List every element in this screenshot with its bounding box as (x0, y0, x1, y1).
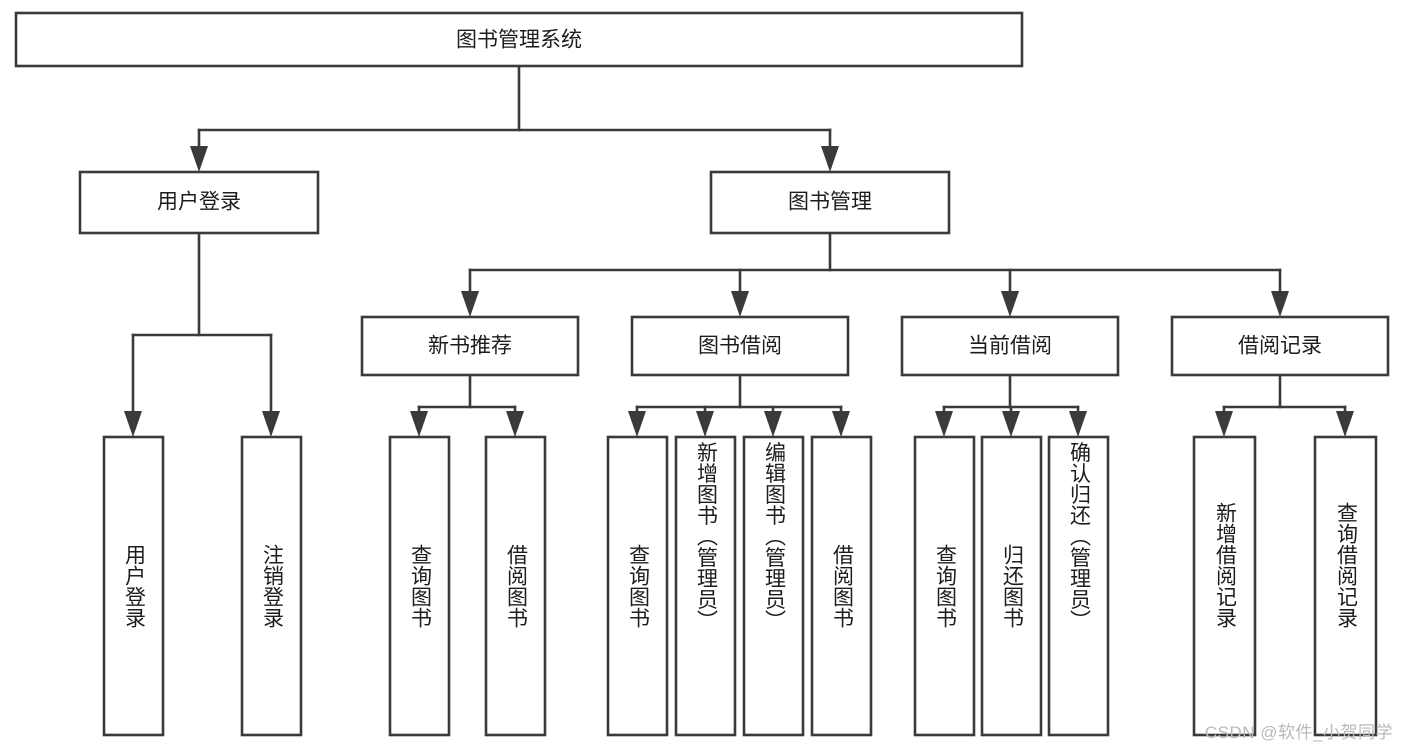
leaf-add-record-box[interactable] (1192, 435, 1257, 737)
node-book-borrow-label: 图书借阅 (698, 335, 782, 358)
arrowhead-user-login (190, 146, 208, 172)
node-new-book-rec-label: 新书推荐 (428, 335, 512, 358)
leaf-logout[interactable]: 注销登录 (240, 435, 303, 737)
leaf-query-book-2[interactable]: 查询图书 (606, 435, 669, 737)
leaf-query-book-1-box[interactable] (388, 435, 451, 737)
node-borrow-record[interactable]: 借阅记录 (1170, 315, 1390, 377)
node-book-manage-label: 图书管理 (788, 191, 872, 214)
leaf-edit-book[interactable]: 编辑图书（管理员） (742, 435, 805, 737)
leaf-confirm-return-label: 确认归还（管理员） (1067, 442, 1091, 631)
leaf-query-book-2-label: 查询图书 (626, 544, 650, 628)
arrowhead-current-borrow (1001, 291, 1019, 317)
leaf-add-record[interactable]: 新增借阅记录 (1192, 435, 1257, 737)
node-root[interactable]: 图书管理系统 (14, 11, 1024, 68)
leaf-add-record-label: 新增借阅记录 (1213, 502, 1237, 628)
leaf-borrow-book-1-label: 借阅图书 (504, 544, 528, 628)
leaf-query-record-box[interactable] (1313, 435, 1378, 737)
leaf-user-login[interactable]: 用户登录 (102, 435, 165, 737)
node-root-box[interactable] (14, 11, 1024, 68)
leaf-query-book-3[interactable]: 查询图书 (913, 435, 976, 737)
leaf-return-book-box[interactable] (980, 435, 1043, 737)
leaf-return-book[interactable]: 归还图书 (980, 435, 1043, 737)
leaf-add-book-box[interactable] (674, 435, 737, 737)
leaf-query-book-3-box[interactable] (913, 435, 976, 737)
node-book-borrow[interactable]: 图书借阅 (630, 315, 850, 377)
leaf-borrow-book-2-box[interactable] (810, 435, 873, 737)
leaf-query-record[interactable]: 查询借阅记录 (1313, 435, 1378, 737)
leaf-logout-box[interactable] (240, 435, 303, 737)
arrowhead-leaf-query-book-3 (935, 411, 953, 437)
leaf-confirm-return[interactable]: 确认归还（管理员） (1047, 435, 1110, 737)
node-borrow-record-label: 借阅记录 (1238, 335, 1322, 358)
leaf-add-book-label: 新增图书（管理员） (694, 442, 718, 631)
arrowhead-leaf-add-record (1215, 411, 1233, 437)
leaf-confirm-return-box[interactable] (1047, 435, 1110, 737)
arrowhead-leaf-add-book (696, 411, 714, 437)
connector-layer (124, 64, 1354, 437)
leaf-edit-book-box[interactable] (742, 435, 805, 737)
arrowhead-borrow-record (1271, 291, 1289, 317)
leaf-logout-label: 注销登录 (260, 544, 284, 628)
arrowhead-book-manage (821, 146, 839, 172)
arrowhead-book-borrow (731, 291, 749, 317)
arrowhead-leaf-logout (262, 411, 280, 437)
leaf-query-book-1-label: 查询图书 (408, 544, 432, 628)
leaf-borrow-book-2[interactable]: 借阅图书 (810, 435, 873, 737)
node-current-borrow-label: 当前借阅 (968, 335, 1052, 358)
node-user-login[interactable]: 用户登录 (78, 170, 320, 235)
arrowhead-leaf-return-book (1002, 411, 1020, 437)
leaf-query-record-label: 查询借阅记录 (1334, 502, 1358, 628)
leaf-query-book-3-label: 查询图书 (933, 544, 957, 628)
leaf-return-book-label: 归还图书 (1000, 544, 1024, 628)
arrowhead-leaf-confirm-return (1069, 411, 1087, 437)
arrowhead-leaf-borrow-book-1 (506, 411, 524, 437)
arrowhead-new-book-rec (461, 291, 479, 317)
node-new-book-rec-box[interactable] (360, 315, 580, 377)
leaf-user-login-box[interactable] (102, 435, 165, 737)
arrowhead-leaf-query-record (1336, 411, 1354, 437)
node-book-manage-box[interactable] (709, 170, 951, 235)
arrowhead-leaf-edit-book (764, 411, 782, 437)
node-book-borrow-box[interactable] (630, 315, 850, 377)
leaf-edit-book-label: 编辑图书（管理员） (762, 442, 786, 631)
leaf-borrow-book-1-box[interactable] (484, 435, 547, 737)
leaf-query-book-2-box[interactable] (606, 435, 669, 737)
node-user-login-box[interactable] (78, 170, 320, 235)
node-current-borrow[interactable]: 当前借阅 (900, 315, 1120, 377)
arrowhead-leaf-user-login (124, 411, 142, 437)
leaf-borrow-book-1[interactable]: 借阅图书 (484, 435, 547, 737)
leaf-borrow-book-2-label: 借阅图书 (830, 544, 854, 628)
leaf-add-book[interactable]: 新增图书（管理员） (674, 435, 737, 737)
node-root-label: 图书管理系统 (456, 29, 582, 52)
node-borrow-record-box[interactable] (1170, 315, 1390, 377)
node-current-borrow-box[interactable] (900, 315, 1120, 377)
arrowhead-leaf-query-book-1 (410, 411, 428, 437)
node-book-manage[interactable]: 图书管理 (709, 170, 951, 235)
leaf-user-login-label: 用户登录 (122, 544, 146, 628)
arrowhead-leaf-borrow-book-2 (832, 411, 850, 437)
leaf-query-book-1[interactable]: 查询图书 (388, 435, 451, 737)
node-user-login-label: 用户登录 (157, 191, 241, 214)
node-new-book-rec[interactable]: 新书推荐 (360, 315, 580, 377)
arrowhead-leaf-query-book-2 (628, 411, 646, 437)
